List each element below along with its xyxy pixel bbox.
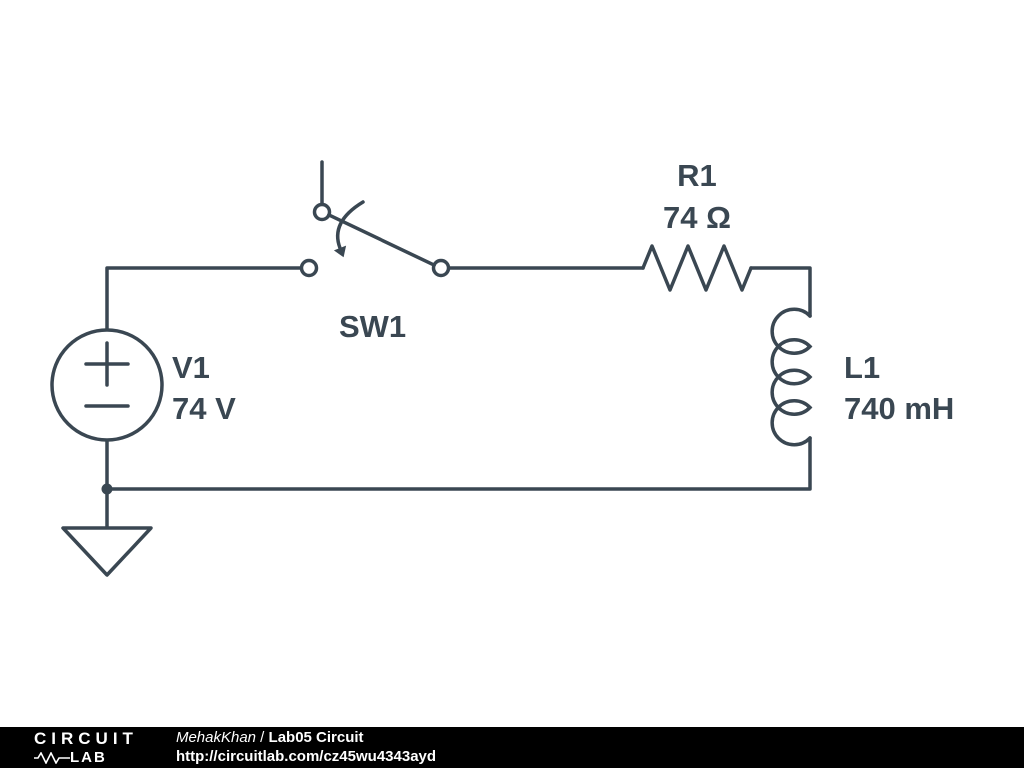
logo-lab-text: LAB <box>70 749 107 766</box>
l1-value-label: 740 mH <box>844 391 954 426</box>
footer-bar: CIRCUIT LAB MehakKhan / Lab05 Circuit ht… <box>0 727 1024 768</box>
r1-value-label: 74 Ω <box>663 200 731 235</box>
circuitlab-logo: CIRCUIT LAB <box>34 730 138 765</box>
l1-ref-label: L1 <box>844 350 880 385</box>
author-name: MehakKhan <box>175 728 257 746</box>
sw1-ref-label: SW1 <box>339 309 406 344</box>
wire-bottom-return <box>105 436 812 491</box>
resistor-symbol <box>641 244 753 292</box>
footer-meta: MehakKhan / Lab05 Circuit http://circuit… <box>176 729 436 767</box>
circuit-canvas: V1 74 V SW1 R1 74 Ω L1 740 mH <box>50 158 955 577</box>
resistor-zigzag <box>641 244 753 292</box>
switch-symbol <box>299 160 451 278</box>
switch-action-arrow <box>335 200 365 250</box>
circuit-wires <box>105 266 812 491</box>
v1-value-label: 74 V <box>172 391 236 426</box>
wire-top-left <box>105 266 303 332</box>
switch-pivot-terminal <box>312 202 332 222</box>
footer-byline: MehakKhan / Lab05 Circuit <box>176 729 436 748</box>
r1-ref-label: R1 <box>677 158 717 193</box>
component-labels: V1 74 V SW1 R1 74 Ω L1 740 mH <box>172 158 954 426</box>
plus-sign-icon <box>84 341 130 387</box>
switch-lever <box>327 213 436 267</box>
inductor-coil <box>770 307 813 447</box>
circuit-url: http://circuitlab.com/cz45wu4343ayd <box>175 747 437 765</box>
voltage-source-symbol <box>50 328 164 442</box>
switch-right-terminal <box>431 258 451 278</box>
switch-arrowhead-icon <box>333 245 347 258</box>
v1-ref-label: V1 <box>172 350 210 385</box>
wire-resistor-to-inductor <box>749 266 812 318</box>
schematic-svg: V1 74 V SW1 R1 74 Ω L1 740 mH <box>50 158 954 577</box>
inductor-symbol <box>770 307 813 447</box>
logo-circuit-text: CIRCUIT <box>34 729 138 748</box>
switch-left-terminal <box>299 258 319 278</box>
ground-triangle <box>61 526 153 577</box>
ground-symbol <box>61 483 153 577</box>
resistor-zigzag-icon <box>34 751 70 764</box>
circuit-title: Lab05 Circuit <box>268 728 364 746</box>
byline-separator: / <box>256 728 269 746</box>
